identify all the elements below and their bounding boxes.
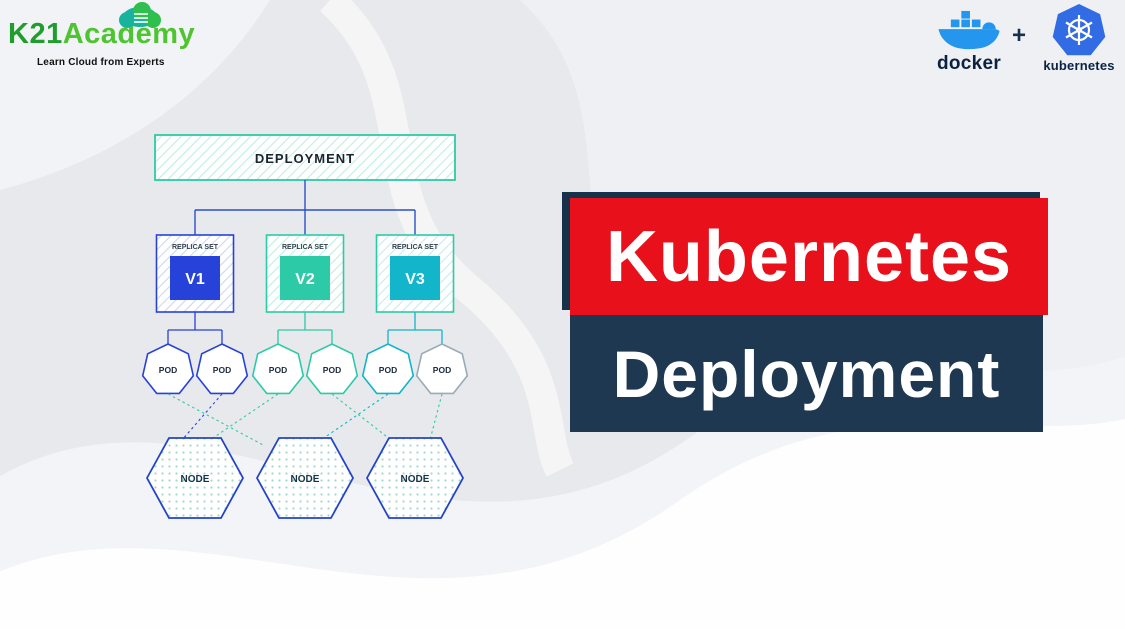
pod: POD bbox=[361, 343, 415, 395]
node-label: NODE bbox=[181, 474, 210, 485]
pod-label: POD bbox=[433, 365, 451, 375]
pod-connectors bbox=[167, 312, 443, 344]
replica-set-label: REPLICA SET bbox=[172, 244, 219, 251]
pod: POD bbox=[251, 343, 305, 395]
version-box-v2 bbox=[280, 256, 330, 300]
replica-set-v3: REPLICA SET V3 bbox=[375, 234, 455, 313]
nodes: NODE NODE NODE bbox=[145, 437, 465, 519]
pod: POD bbox=[415, 343, 469, 395]
title-line1: Kubernetes bbox=[605, 216, 1013, 297]
plus-sign: + bbox=[1012, 22, 1027, 49]
kubernetes-logo: kubernetes bbox=[1038, 4, 1120, 73]
title-line2: Deployment bbox=[612, 336, 1001, 411]
cloud-icon bbox=[119, 2, 161, 28]
replica-set-v1: REPLICA SET V1 bbox=[155, 234, 235, 313]
pod: POD bbox=[305, 343, 359, 395]
pod-label: POD bbox=[159, 365, 177, 375]
version-label-v3: V3 bbox=[405, 271, 425, 288]
pods: POD POD POD POD POD POD bbox=[141, 343, 469, 395]
replica-set-v2: REPLICA SET V2 bbox=[265, 234, 345, 313]
node: NODE bbox=[255, 437, 355, 519]
node-label: NODE bbox=[291, 474, 320, 485]
node-connectors bbox=[167, 393, 443, 447]
pod-label: POD bbox=[213, 365, 231, 375]
replica-set-label: REPLICA SET bbox=[282, 244, 329, 251]
docker-whale-icon bbox=[938, 10, 1000, 50]
title-banner-deployment: Deployment bbox=[570, 315, 1043, 432]
version-label-v2: V2 bbox=[295, 271, 315, 288]
docker-label: docker bbox=[936, 53, 1002, 74]
logo-text-k21: K21 bbox=[8, 18, 63, 50]
pod-label: POD bbox=[379, 365, 397, 375]
deployment-box: DEPLOYMENT bbox=[154, 134, 456, 181]
kubernetes-label: kubernetes bbox=[1043, 58, 1115, 73]
pod-label: POD bbox=[323, 365, 341, 375]
node: NODE bbox=[365, 437, 465, 519]
docker-logo: docker bbox=[930, 10, 1008, 75]
deployment-label: DEPLOYMENT bbox=[255, 151, 355, 166]
pod-label: POD bbox=[269, 365, 287, 375]
logo-tagline: Learn Cloud from Experts bbox=[37, 57, 165, 68]
title-banner-kubernetes: Kubernetes bbox=[570, 198, 1048, 315]
version-label-v1: V1 bbox=[185, 271, 205, 288]
deployment-connectors bbox=[194, 180, 416, 235]
node-label: NODE bbox=[401, 474, 430, 485]
pod: POD bbox=[195, 343, 249, 395]
node: NODE bbox=[145, 437, 245, 519]
version-box-v1 bbox=[170, 256, 220, 300]
replica-set-label: REPLICA SET bbox=[392, 244, 439, 251]
pod: POD bbox=[141, 343, 195, 395]
kubernetes-helm-icon bbox=[1052, 4, 1106, 56]
version-box-v3 bbox=[390, 256, 440, 300]
